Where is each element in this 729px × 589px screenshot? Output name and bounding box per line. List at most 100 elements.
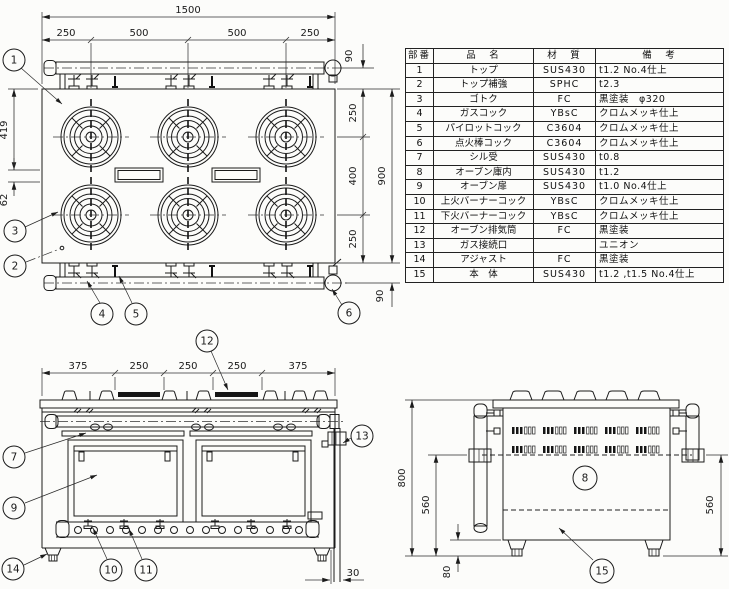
side-body	[503, 408, 670, 540]
cell-name: ゴトク	[433, 91, 535, 108]
upper-burner-cock-icon	[83, 518, 93, 529]
side-gas-pipe-right	[670, 404, 704, 462]
cell-no: 8	[404, 164, 435, 181]
dim-row-3: 250	[348, 229, 359, 248]
dim-width-4: 250	[300, 28, 319, 39]
cock-handles-row	[74, 408, 321, 413]
gas-cock-icon	[164, 262, 179, 279]
pilot-pin-icon	[306, 265, 314, 278]
cell-note: クロムメッキ仕上	[595, 120, 725, 137]
cell-name: 本 体	[433, 266, 535, 283]
sill-tray	[190, 431, 312, 436]
cell-note: ユニオン	[595, 237, 725, 254]
svg-text:5: 5	[133, 309, 140, 321]
callout-4: 4	[87, 281, 113, 325]
svg-text:1: 1	[11, 55, 18, 67]
burner-cock-icon	[210, 518, 220, 529]
gas-cock-icon	[182, 262, 197, 279]
gas-cock-icon	[262, 262, 277, 279]
dim-duct-y: 419	[0, 120, 10, 139]
pilot-pin-icon	[111, 265, 119, 278]
oven-exhaust-duct-top	[115, 168, 260, 182]
side-gas-pipe-left	[469, 404, 503, 533]
svg-text:15: 15	[595, 566, 608, 578]
cell-name: 下火バーナーコック	[433, 208, 535, 225]
dim-width-2: 500	[129, 28, 148, 39]
burner	[149, 98, 227, 176]
cell-note: t1.2 ,t1.5 No.4仕上	[595, 266, 725, 283]
sill-tray	[62, 431, 184, 436]
dim-duct-h: 62	[0, 194, 10, 207]
callout-5: 5	[119, 276, 147, 325]
cell-material: FC	[533, 223, 597, 239]
oven-exhaust-bar	[118, 392, 160, 397]
cell-material: FC	[533, 91, 597, 108]
dim-width-1: 250	[56, 28, 75, 39]
cell-material: SUS430	[533, 164, 597, 181]
dim-front-3: 250	[178, 361, 197, 372]
callout-12: 12	[196, 330, 228, 390]
cell-material: C3604	[533, 120, 597, 137]
burner	[247, 176, 325, 254]
cell-no: 14	[404, 252, 435, 268]
pipe-offset-dimension: 30	[305, 550, 364, 584]
svg-text:12: 12	[200, 336, 213, 348]
cell-name: ガスコック	[433, 106, 535, 122]
callout-15: 15	[559, 528, 614, 583]
side-view: 800 560 80 560 8 15	[397, 390, 728, 583]
cell-no: 5	[404, 120, 435, 137]
cell-material: C3604	[533, 135, 597, 152]
svg-text:13: 13	[355, 431, 368, 443]
dim-width-3: 500	[227, 28, 246, 39]
top-plate-side	[493, 400, 679, 408]
cell-material: SUS430	[533, 150, 597, 166]
pilot-pin-icon	[111, 75, 119, 88]
gas-cock-icon	[182, 73, 197, 90]
cell-note: クロムメッキ仕上	[595, 135, 725, 152]
callout-13: 13	[343, 425, 373, 447]
cell-note: 黒塗装	[595, 252, 725, 268]
gas-cock-icon	[85, 262, 100, 279]
gas-cock-icon	[262, 73, 277, 90]
header-part-name: 品 名	[433, 48, 535, 64]
cell-material	[533, 237, 597, 254]
dim-row-1: 250	[348, 103, 359, 122]
oven-door-left	[68, 440, 183, 522]
cell-material: SPHC	[533, 77, 597, 93]
burner	[247, 98, 325, 176]
callout-6: 6	[332, 289, 360, 324]
cell-material: FC	[533, 252, 597, 268]
cell-material: SUS430	[533, 266, 597, 283]
vent-slots	[511, 426, 660, 454]
cell-no: 10	[404, 193, 435, 210]
burner	[149, 176, 227, 254]
header-note: 備 考	[595, 48, 725, 64]
gas-cock-icon	[164, 73, 179, 90]
cell-name: シル受	[433, 150, 535, 166]
top-grates-front	[61, 390, 329, 401]
cell-note: 黒塗装	[595, 223, 725, 239]
cell-name: トップ補強	[433, 77, 535, 93]
callout-3: 3	[4, 212, 58, 242]
dim-front-4: 250	[227, 361, 246, 372]
oven-cock-rail	[56, 518, 319, 538]
header-material: 材 質	[533, 48, 597, 64]
top-grates-side	[509, 390, 661, 401]
cell-note: クロムメッキ仕上	[595, 106, 725, 122]
burner	[52, 98, 130, 176]
svg-text:9: 9	[11, 503, 18, 515]
cell-note: t1.2	[595, 164, 725, 181]
header-part-no: 部番	[404, 48, 435, 64]
